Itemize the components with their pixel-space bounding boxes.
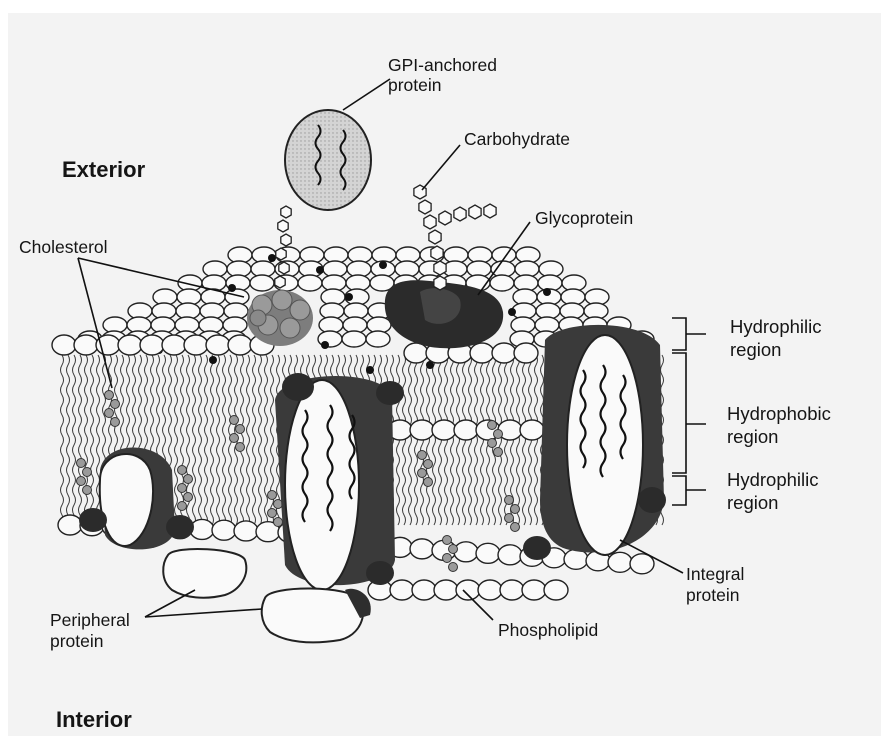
hydrophilic-top-label-line1: Hydrophilic <box>730 316 822 337</box>
gpi-label-line1: GPI-anchored <box>388 55 497 75</box>
glycoprotein-label: Glycoprotein <box>535 208 633 228</box>
transmembrane-protein <box>275 376 395 590</box>
hydrophobic-label-line1: Hydrophobic <box>727 403 831 424</box>
glycoprotein-shape <box>385 280 503 348</box>
peripheral-protein-label-line1: Peripheral <box>50 610 130 630</box>
carbohydrate-label: Carbohydrate <box>464 129 570 149</box>
integral-protein-label-line1: Integral <box>686 564 744 584</box>
integral-protein <box>540 325 664 555</box>
hydrophobic-label-line2: region <box>727 426 778 447</box>
integral-protein-label-line2: protein <box>686 585 740 605</box>
cholesterol-label: Cholesterol <box>19 237 108 257</box>
left-membrane-protein <box>100 448 175 550</box>
exterior-label: Exterior <box>62 157 146 182</box>
interior-label: Interior <box>56 707 132 732</box>
phospholipid-label: Phospholipid <box>498 620 598 640</box>
region-brackets <box>672 318 706 505</box>
gpi-anchored-protein <box>285 110 371 210</box>
cholesterol-cluster <box>247 290 313 346</box>
hydrophilic-bottom-label-line1: Hydrophilic <box>727 469 819 490</box>
gpi-label-line2: protein <box>388 75 442 95</box>
hydrophilic-bottom-label-line2: region <box>727 492 778 513</box>
peripheral-protein-label-line2: protein <box>50 631 104 651</box>
hydrophilic-top-label-line2: region <box>730 339 781 360</box>
